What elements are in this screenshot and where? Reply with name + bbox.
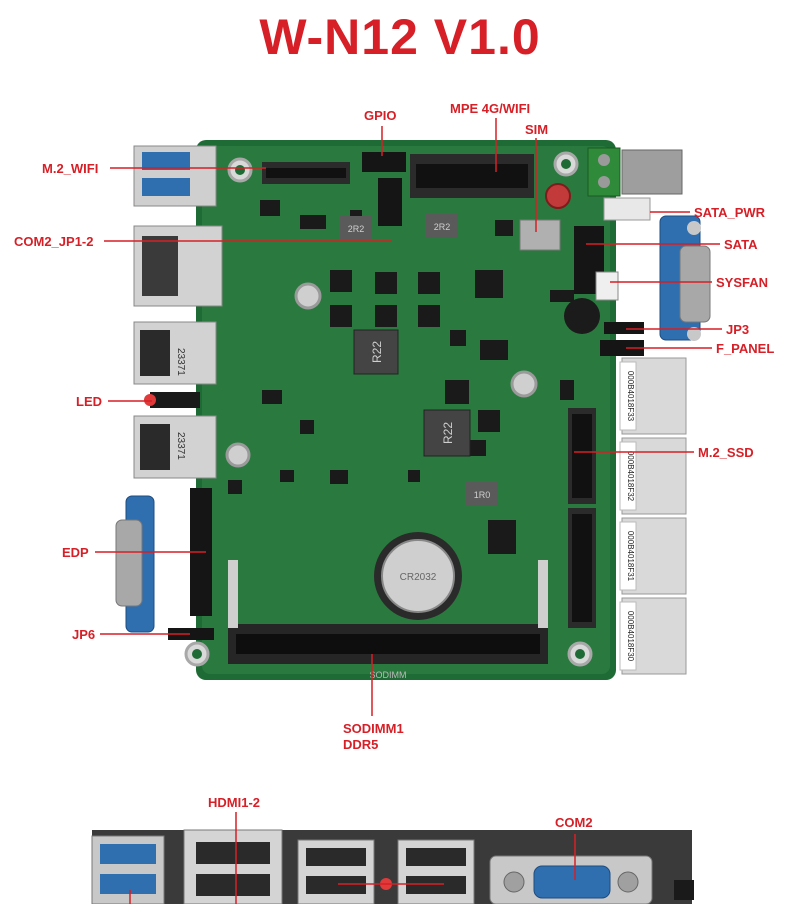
- sysfan-connector: [595, 271, 619, 301]
- label-jp6: JP6: [72, 627, 96, 642]
- label-led: LED: [76, 394, 102, 409]
- sata-power-connector: [603, 197, 651, 221]
- label-m2-wifi: M.2_WIFI: [42, 161, 99, 176]
- ic-label: 1R0: [474, 490, 491, 500]
- label-sata: SATA: [724, 237, 758, 252]
- sodimm-slot: SODIMM: [228, 560, 548, 680]
- lan-label: 000B4018F31: [626, 531, 635, 582]
- label-gpio: GPIO: [364, 108, 397, 123]
- slot-label: SODIMM: [370, 670, 407, 680]
- ic-label: 2R2: [434, 222, 451, 232]
- usb2-port-side-2: 23371: [133, 415, 217, 479]
- hdmi-port-side: [133, 225, 223, 307]
- label-edp: EDP: [62, 545, 89, 560]
- m2-wifi-slot: [262, 162, 350, 184]
- com-port-right: [659, 215, 711, 341]
- battery-label: CR2032: [400, 572, 437, 583]
- rear-leader-lines: [129, 812, 576, 904]
- label-sim: SIM: [525, 122, 549, 137]
- jp3-header: [604, 322, 644, 334]
- front-panel-header: [600, 340, 644, 356]
- rear-panel: [91, 829, 694, 904]
- ic-label: 2R2: [348, 224, 365, 234]
- label-mpe: MPE 4G/WIFI: [450, 101, 531, 116]
- ic-label: R22: [370, 341, 384, 363]
- inductors: R22 R22 2R2 2R2 1R0: [340, 214, 498, 506]
- label-m2-ssd: M.2_SSD: [698, 445, 754, 460]
- leader-lines: [95, 118, 722, 716]
- label-hdmi: HDMI1-2: [208, 795, 261, 810]
- ic-label: R22: [441, 422, 455, 444]
- usb-label: 23371: [175, 432, 186, 460]
- cmos-battery: CR2032: [374, 532, 462, 620]
- label-f-panel: F_PANEL: [716, 341, 775, 356]
- lan-label: 000B4018F30: [626, 611, 635, 662]
- label-com2: COM2: [555, 815, 593, 830]
- label-sata-pwr: SATA_PWR: [694, 205, 766, 220]
- lan-ports: 000B4018F33 000B4018F32 000B4018F31 000B…: [619, 357, 687, 675]
- gpio-header: [362, 152, 406, 226]
- capacitor: [545, 183, 571, 209]
- dc-jack: [621, 149, 683, 195]
- led-indicator: [144, 392, 200, 408]
- lan-label: 000B4018F33: [626, 371, 635, 422]
- label-sysfan: SYSFAN: [716, 275, 769, 290]
- label-ddr5: DDR5: [343, 737, 379, 752]
- label-com2-jp: COM2_JP1-2: [14, 234, 94, 249]
- usb3-port-top: [133, 145, 217, 207]
- label-jp3: JP3: [726, 322, 750, 337]
- sim-slot: [519, 219, 561, 251]
- page-title: W-N12 V1.0: [259, 9, 541, 65]
- lan-label: 000B4018F32: [626, 451, 635, 502]
- usb2-port-side-1: 23371: [133, 321, 217, 385]
- label-sodimm: SODIMM1: [343, 721, 404, 736]
- usb-label: 23371: [175, 348, 186, 376]
- jp6-header: [168, 628, 214, 640]
- buzzer: [564, 298, 600, 334]
- edp-connector: [115, 488, 212, 633]
- mpe-slot: [410, 154, 534, 198]
- power-terminal: [587, 147, 621, 197]
